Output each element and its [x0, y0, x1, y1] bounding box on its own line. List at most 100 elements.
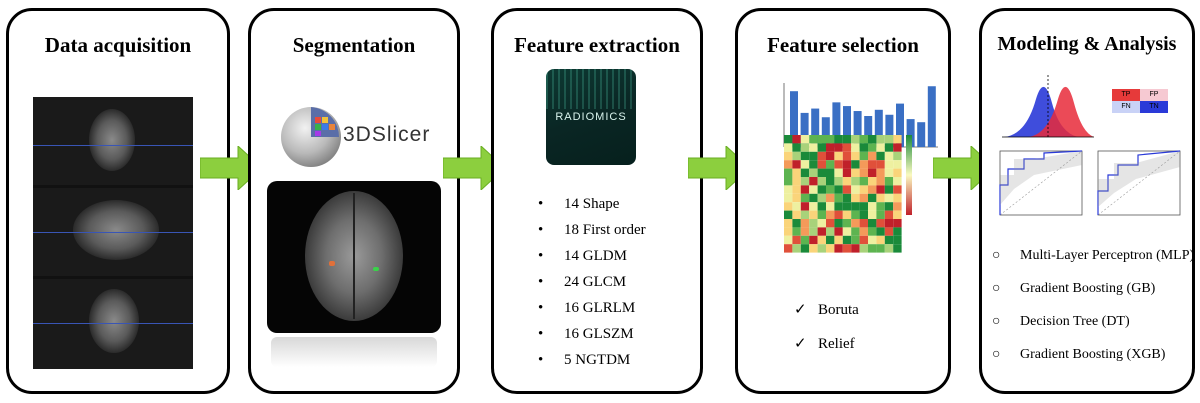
importance-bar: [864, 116, 873, 147]
heatmap-cell: [817, 244, 826, 253]
bullet-icon: •: [538, 274, 544, 290]
list-item: •5 NGTDM: [538, 347, 646, 373]
heatmap-cell: [876, 210, 885, 219]
heatmap-cell: [826, 160, 835, 169]
heatmap-cell: [868, 202, 877, 211]
heatmap-cell: [876, 244, 885, 253]
heatmap-cell: [893, 160, 902, 169]
heatmap-cell: [859, 151, 868, 161]
list-item: ✓Relief: [794, 327, 859, 361]
heatmap-cell: [800, 219, 810, 228]
heatmap-cell: [842, 193, 852, 203]
panel-modeling-analysis: Modeling & Analysis TP FP FN TN ○Multi-L…: [979, 8, 1195, 394]
heatmap-cell: [817, 210, 826, 219]
selection-method-list: ✓Boruta✓Relief: [794, 293, 859, 361]
heatmap-cell: [834, 160, 843, 169]
heatmap-cell: [893, 219, 902, 228]
cm-fn: FN: [1112, 101, 1140, 113]
list-item: •18 First order: [538, 217, 646, 243]
heatmap-cell: [893, 185, 902, 194]
heatmap-cell: [784, 185, 793, 194]
heatmap-cell: [876, 177, 885, 186]
heatmap-cell: [876, 202, 885, 211]
panel-title: Feature selection: [767, 33, 919, 57]
importance-bar: [906, 119, 915, 147]
bullet-icon: ✓: [794, 302, 807, 318]
importance-bar: [821, 117, 830, 147]
heatmap-cell: [800, 193, 810, 203]
heatmap-cell: [826, 185, 835, 194]
heatmap-cell: [826, 151, 835, 161]
heatmap-cell: [876, 168, 885, 177]
heatmap-cell: [826, 227, 835, 236]
heatmap-cell: [784, 227, 793, 236]
heatmap-cell: [809, 244, 818, 253]
heatmap-cell: [884, 135, 894, 144]
heatmap-cell: [893, 235, 902, 245]
heatmap-cell: [868, 235, 877, 245]
heatmap-cell: [884, 235, 894, 245]
heatmap-cell: [826, 193, 835, 203]
heatmap-cell: [784, 193, 793, 203]
heatmap-cell: [834, 168, 843, 177]
bullet-icon: ○: [992, 248, 1001, 263]
importance-bar: [800, 112, 809, 147]
heatmap-cell: [868, 219, 877, 228]
class-distribution-figure: [1002, 75, 1094, 139]
importance-bar: [853, 111, 862, 147]
heatmap-cell: [817, 235, 826, 245]
heatmap-cell: [842, 227, 852, 236]
heatmap-cell: [842, 143, 852, 152]
list-item-label: Gradient Boosting (XGB): [1020, 347, 1166, 362]
heatmap-cell: [817, 135, 826, 144]
heatmap-cell: [800, 227, 810, 236]
heatmap-cell: [834, 135, 843, 144]
mri-axial-image: [33, 97, 193, 185]
panel-title: Data acquisition: [44, 33, 192, 57]
panel-title: Segmentation: [292, 33, 416, 57]
heatmap-cell: [851, 135, 860, 144]
heatmap-cell: [792, 193, 801, 203]
heatmap-cell: [868, 135, 877, 144]
heatmap-cell: [884, 202, 894, 211]
heatmap-cell: [893, 202, 902, 211]
heatmap-cell: [809, 219, 818, 228]
heatmap-cell: [809, 143, 818, 152]
heatmap-cell: [851, 177, 860, 186]
heatmap-cell: [800, 235, 810, 245]
importance-bar: [843, 106, 851, 147]
heatmap-cell: [834, 244, 843, 253]
heatmap-cell: [868, 193, 877, 203]
heatmap-cell: [826, 219, 835, 228]
heatmap-cell: [809, 193, 818, 203]
heatmap-cell: [792, 244, 801, 253]
heatmap-cell: [800, 185, 810, 194]
heatmap-cell: [817, 168, 826, 177]
heatmap-cell: [817, 151, 826, 161]
list-item-label: 24 GLCM: [564, 274, 627, 290]
confusion-matrix: TP FP FN TN: [1112, 89, 1168, 113]
heatmap-cell: [876, 185, 885, 194]
bullet-icon: ○: [992, 281, 1001, 296]
heatmap-cell: [784, 219, 793, 228]
heatmap-cell: [859, 219, 868, 228]
heatmap-cell: [809, 168, 818, 177]
radiomics-thumbnail: RADIOMICS: [546, 69, 636, 165]
panel-segmentation: Segmentation 3DSlicer: [248, 8, 460, 394]
heatmap-cell: [876, 151, 885, 161]
list-item-label: Gradient Boosting (GB): [1020, 281, 1156, 296]
heatmap-cell: [826, 244, 835, 253]
roc-curve-figure: [999, 150, 1083, 216]
heatmap-cell: [784, 210, 793, 219]
mri-coronal-image: [33, 279, 193, 369]
heatmap-cell: [876, 143, 885, 152]
list-item: ○Gradient Boosting (XGB): [992, 338, 1194, 371]
importance-bar: [790, 91, 798, 147]
heatmap-cell: [809, 185, 818, 194]
importance-bar: [927, 86, 936, 147]
importance-bar: [874, 109, 883, 147]
heatmap-cell: [792, 151, 801, 161]
heatmap-cell: [834, 202, 843, 211]
heatmap-cell: [817, 143, 826, 152]
heatmap-cell: [842, 219, 852, 228]
